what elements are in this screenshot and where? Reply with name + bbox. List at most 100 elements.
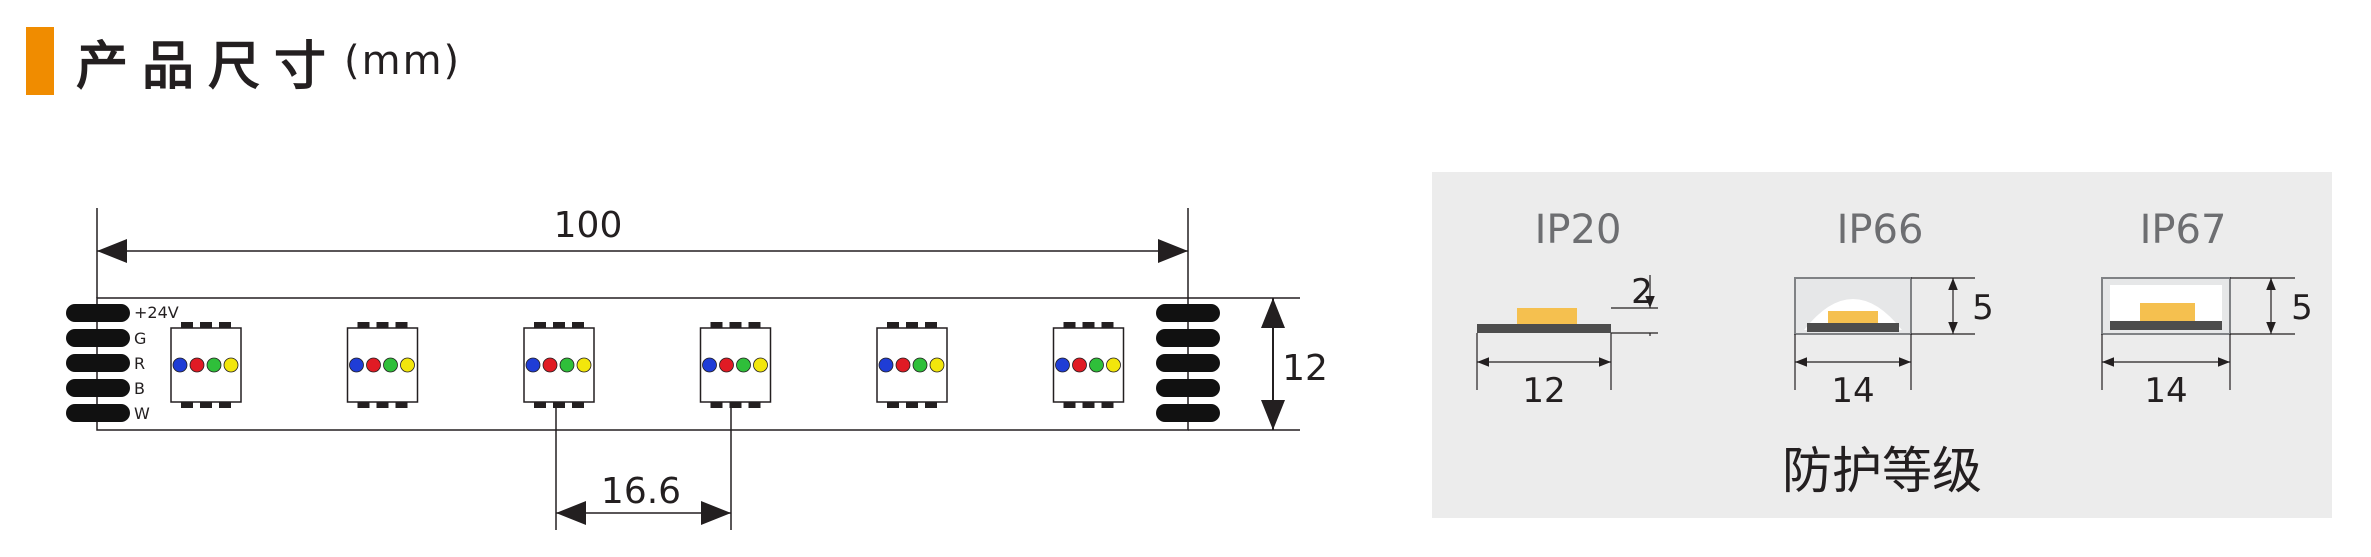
led-color-dot bbox=[1106, 357, 1121, 373]
led-chip-pin bbox=[1063, 322, 1076, 328]
led-color-dot bbox=[929, 357, 945, 373]
solder-pad bbox=[1156, 304, 1220, 322]
led-chip-pin bbox=[553, 322, 565, 328]
led-color-dot bbox=[349, 357, 364, 373]
led-chip-pin bbox=[887, 322, 899, 328]
led-chip-pin bbox=[534, 402, 546, 408]
ip20-width-label: 12 bbox=[1522, 371, 1565, 411]
led-chip-pin bbox=[357, 322, 370, 328]
led-chips bbox=[170, 322, 1125, 408]
led-chip-pin bbox=[357, 402, 370, 408]
solder-pad bbox=[1156, 404, 1220, 422]
solder-pad bbox=[1156, 379, 1220, 397]
led-color-dot bbox=[189, 357, 205, 373]
led-color-dot bbox=[1089, 357, 1104, 373]
led-color-dot bbox=[736, 357, 751, 373]
led-chip bbox=[523, 322, 595, 408]
led-chip-pin bbox=[200, 402, 212, 408]
led-color-dot bbox=[702, 357, 717, 373]
led-chip-pin bbox=[376, 402, 389, 408]
ip-panel-caption: 防护等级 bbox=[1782, 442, 1982, 500]
led-chip-pin bbox=[925, 402, 937, 408]
ip66-label: IP66 bbox=[1837, 207, 1924, 253]
led-color-dot bbox=[719, 357, 734, 373]
ip66-led bbox=[1828, 311, 1878, 323]
ip67-width-label: 14 bbox=[2144, 371, 2187, 411]
led-chip bbox=[346, 322, 419, 408]
led-color-dot bbox=[206, 357, 222, 373]
section-header: 产品尺寸 (mm) bbox=[26, 26, 462, 97]
pitch-label: 16.6 bbox=[601, 471, 681, 512]
led-color-dot bbox=[366, 357, 381, 373]
led-chip-pin bbox=[395, 322, 408, 328]
led-color-dot bbox=[576, 357, 592, 373]
ip67-led bbox=[2140, 303, 2195, 321]
strip-body bbox=[96, 297, 1189, 431]
led-chip-pin bbox=[395, 402, 408, 408]
led-color-dot bbox=[525, 357, 541, 373]
ip20-label: IP20 bbox=[1535, 207, 1622, 253]
ip20-led bbox=[1517, 308, 1577, 324]
section-title: 产品尺寸 bbox=[76, 36, 341, 97]
solder-pad bbox=[66, 304, 130, 322]
pin-labels: +24V G R B W bbox=[134, 303, 179, 423]
led-chip bbox=[1052, 322, 1125, 408]
solder-pad bbox=[1156, 329, 1220, 347]
left-solder-pads bbox=[66, 304, 130, 422]
led-color-dot bbox=[878, 357, 894, 373]
unit-label: (mm) bbox=[344, 38, 462, 84]
pin-label-w: W bbox=[134, 404, 150, 423]
led-chip-pin bbox=[572, 402, 584, 408]
ip66-pcb bbox=[1807, 323, 1899, 332]
led-chip-pin bbox=[572, 322, 584, 328]
led-chip-pin bbox=[710, 322, 723, 328]
led-color-dot bbox=[400, 357, 415, 373]
led-chip-pin bbox=[906, 402, 918, 408]
ip67-label: IP67 bbox=[2140, 207, 2227, 253]
led-chip-pin bbox=[553, 402, 565, 408]
led-chip-pin bbox=[748, 402, 761, 408]
led-chip-pin bbox=[729, 322, 742, 328]
led-chip-pin bbox=[1063, 402, 1076, 408]
right-solder-pads bbox=[1156, 304, 1220, 422]
ip67-height-label: 5 bbox=[2291, 288, 2313, 328]
led-chip-pin bbox=[1082, 322, 1095, 328]
ip20-pcb bbox=[1477, 324, 1611, 333]
led-color-dot bbox=[1055, 357, 1070, 373]
led-chip-pin bbox=[534, 322, 546, 328]
led-chip-pin bbox=[181, 402, 193, 408]
ip66-diagram: IP66 5 14 bbox=[1794, 207, 1994, 411]
led-chip-pin bbox=[219, 322, 231, 328]
led-chip bbox=[876, 322, 948, 408]
led-chip-pin bbox=[181, 322, 193, 328]
led-chip-pin bbox=[219, 402, 231, 408]
led-chip-pin bbox=[1101, 322, 1114, 328]
led-chip-pin bbox=[200, 322, 212, 328]
led-chip-pin bbox=[729, 402, 742, 408]
pin-label-r: R bbox=[134, 354, 145, 373]
led-color-dot bbox=[172, 357, 188, 373]
solder-pad bbox=[66, 354, 130, 372]
width-label: 12 bbox=[1282, 348, 1328, 389]
solder-pad bbox=[1156, 354, 1220, 372]
pin-label-g: G bbox=[134, 329, 146, 348]
led-color-dot bbox=[1072, 357, 1087, 373]
led-color-dot bbox=[542, 357, 558, 373]
led-chip-pin bbox=[925, 322, 937, 328]
led-chip-pin bbox=[1082, 402, 1095, 408]
led-chip-pin bbox=[710, 402, 723, 408]
ip67-pcb bbox=[2110, 321, 2222, 330]
ip20-height-label: 2 bbox=[1631, 272, 1653, 312]
led-chip bbox=[699, 322, 772, 408]
led-color-dot bbox=[895, 357, 911, 373]
led-chip-pin bbox=[748, 322, 761, 328]
led-color-dot bbox=[223, 357, 239, 373]
pin-label-b: B bbox=[134, 379, 145, 398]
led-chip-pin bbox=[887, 402, 899, 408]
ip66-width-label: 14 bbox=[1831, 371, 1874, 411]
led-color-dot bbox=[753, 357, 768, 373]
ip67-diagram: IP67 5 14 bbox=[2101, 207, 2313, 411]
accent-bar bbox=[26, 27, 54, 95]
ip-panel-background bbox=[1432, 172, 2332, 518]
